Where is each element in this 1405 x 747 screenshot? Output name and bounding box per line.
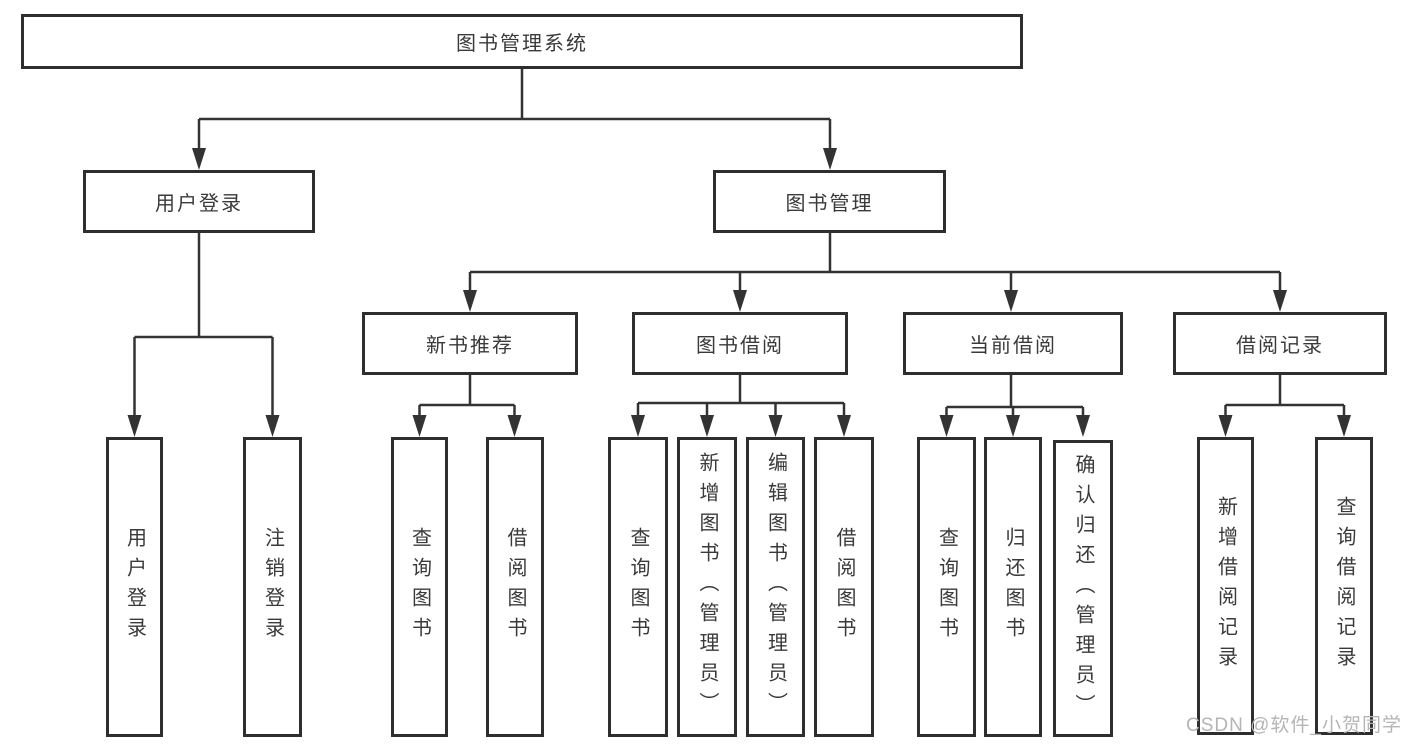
node-leaf-query-books-borrowing: 查询图书 <box>608 437 668 737</box>
node-borrowing-records: 借阅记录 <box>1173 312 1387 375</box>
node-label: 查询借阅记录 <box>1333 496 1355 676</box>
node-leaf-edit-books-admin: 编辑图书（管理员） <box>746 437 805 737</box>
node-user-login: 用户登录 <box>83 170 315 233</box>
connector-root-to-level1 <box>192 69 837 170</box>
node-label: 当前借阅 <box>969 335 1057 357</box>
watermark: CSDN @软件_小贺同学 <box>1186 715 1402 736</box>
connector-borrowing-to-leaves <box>631 375 851 437</box>
node-new-book-recommend: 新书推荐 <box>362 312 578 375</box>
node-label: 新增图书（管理员） <box>696 452 718 722</box>
connector-bookmgmt-to-level2 <box>463 233 1287 312</box>
node-label: 查询图书 <box>627 527 649 647</box>
node-leaf-query-borrow-record: 查询借阅记录 <box>1315 437 1373 735</box>
node-current-borrowing: 当前借阅 <box>903 312 1123 375</box>
node-label: 借阅记录 <box>1236 335 1324 357</box>
node-leaf-add-borrow-record: 新增借阅记录 <box>1197 437 1254 735</box>
node-leaf-borrow-books-recommend: 借阅图书 <box>486 437 544 737</box>
node-label: 归还图书 <box>1002 527 1024 647</box>
connector-current-to-leaves <box>939 375 1090 437</box>
node-leaf-logout: 注销登录 <box>243 437 302 737</box>
node-label: 确认归还（管理员） <box>1072 453 1094 724</box>
node-label: 用户登录 <box>123 527 146 647</box>
node-label: 图书管理系统 <box>456 33 588 55</box>
node-label: 新增借阅记录 <box>1214 496 1237 676</box>
node-label: 图书借阅 <box>696 335 784 357</box>
node-label: 查询图书 <box>408 527 431 647</box>
connector-newbooks-to-leaves <box>412 375 522 437</box>
node-label: 借阅图书 <box>504 527 526 647</box>
node-label: 编辑图书（管理员） <box>764 452 787 722</box>
node-label: 新书推荐 <box>426 335 514 357</box>
node-book-management: 图书管理 <box>713 170 946 233</box>
node-leaf-query-books-recommend: 查询图书 <box>391 437 448 737</box>
connector-records-to-leaves <box>1218 375 1351 437</box>
node-label: 用户登录 <box>155 193 243 215</box>
node-label: 借阅图书 <box>833 527 855 647</box>
node-library-management-system: 图书管理系统 <box>21 14 1023 69</box>
node-label: 注销登录 <box>261 527 284 647</box>
node-leaf-add-books-admin: 新增图书（管理员） <box>677 437 737 737</box>
node-leaf-user-login: 用户登录 <box>106 437 163 737</box>
node-leaf-query-books-current: 查询图书 <box>917 437 976 737</box>
node-label: 查询图书 <box>935 527 958 647</box>
node-leaf-confirm-return-admin: 确认归还（管理员） <box>1053 440 1113 737</box>
node-leaf-borrow-books-borrowing: 借阅图书 <box>814 437 874 737</box>
connector-userlogin-to-leaves <box>127 233 280 437</box>
node-label: 图书管理 <box>785 193 874 215</box>
node-book-borrowing: 图书借阅 <box>632 312 848 375</box>
node-leaf-return-books: 归还图书 <box>984 437 1042 737</box>
